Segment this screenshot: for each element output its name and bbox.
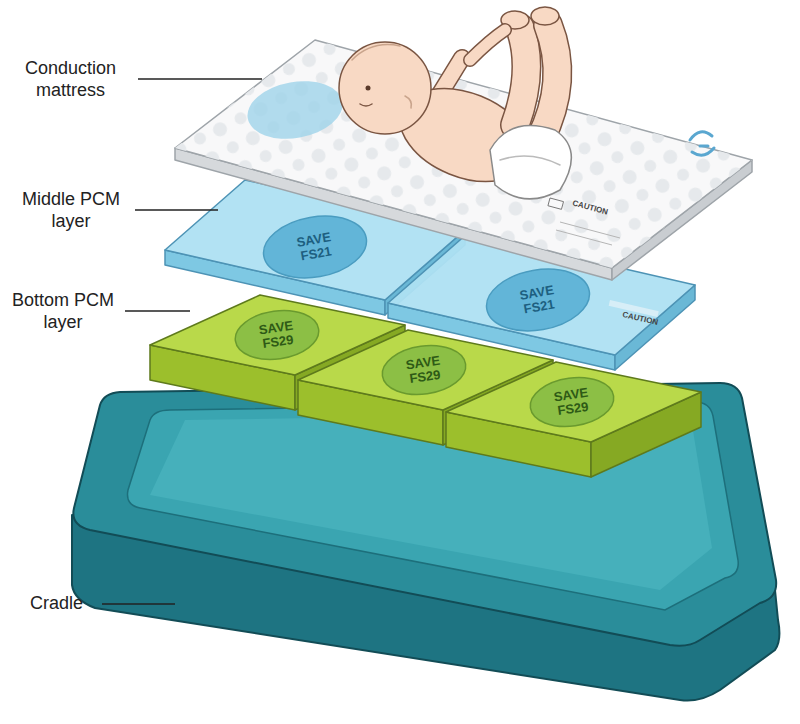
baby-figure-part xyxy=(366,86,371,91)
conduction-mattress-part xyxy=(175,40,752,268)
conduction-mattress-part xyxy=(560,222,620,238)
conduction-mattress-part xyxy=(243,74,347,146)
baby-figure-part xyxy=(540,25,557,140)
conduction-mattress-part xyxy=(548,198,564,209)
conduction-mattress-part xyxy=(690,132,714,155)
part-name: Bottom PCM layer xyxy=(4,289,122,333)
baby-figure-part xyxy=(339,42,431,134)
bottom-pcm-packs-part xyxy=(446,362,701,442)
leader-lines xyxy=(102,79,262,604)
bottom-pcm-packs-part xyxy=(232,305,322,364)
middle-pcm-packs-part xyxy=(482,261,595,338)
baby-figure-part xyxy=(515,28,526,125)
baby-figure-part xyxy=(470,30,505,60)
baby-figure-part xyxy=(515,28,526,125)
baby-figure-part xyxy=(470,30,505,60)
leader-lines-part xyxy=(125,310,190,311)
part-name: Conduction mattress xyxy=(8,57,133,101)
conduction-mattress-part xyxy=(556,230,612,245)
baby-figure xyxy=(339,7,571,199)
leader-lines-part xyxy=(102,603,175,604)
bottom-pcm-packs-part xyxy=(527,372,617,431)
leader-lines-part xyxy=(135,209,218,210)
baby-figure-part xyxy=(352,45,400,60)
conduction-mattress-part xyxy=(175,40,752,268)
baby-figure-part xyxy=(540,25,557,140)
bottom-pcm-packs-part xyxy=(379,340,469,399)
baby-figure-part xyxy=(490,126,571,199)
part-name: Middle PCM layer xyxy=(10,188,132,232)
part-name: Cradle xyxy=(30,592,83,614)
baby-figure-part xyxy=(531,7,559,25)
conduction-mattress xyxy=(175,40,752,280)
baby-figure-part xyxy=(405,96,411,108)
baby-figure-part xyxy=(500,156,560,165)
middle-pcm-packs-part xyxy=(259,208,372,285)
leader-lines-part xyxy=(138,78,262,79)
baby-figure-part xyxy=(360,104,372,106)
